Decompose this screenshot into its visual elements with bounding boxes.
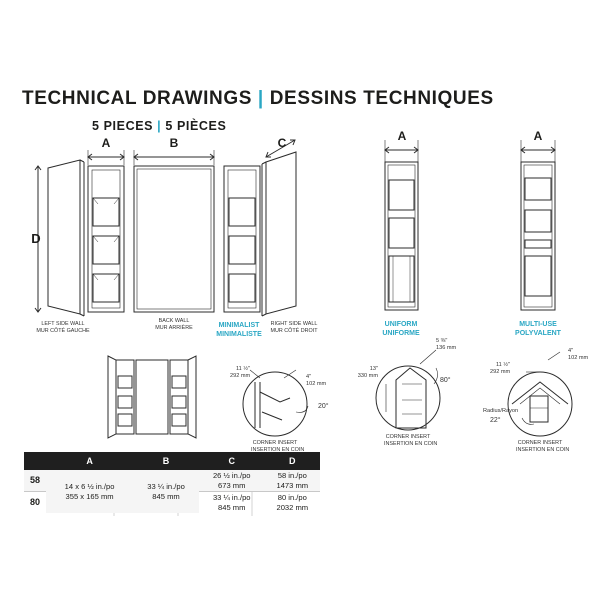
right-wall-caption: RIGHT SIDE WALL MUR CÔTÉ DROIT (270, 321, 318, 334)
minimalist-corner-caption: CORNER INSERT INSERTION EN COIN (251, 440, 305, 453)
dimension-a-arrow (87, 150, 125, 165)
title-separator: | (257, 88, 264, 109)
table-row: 58 14 x 6 ½ in./po 355 x 165 mm 33 ¼ in.… (24, 470, 320, 513)
table-header-a: A (46, 452, 134, 470)
right-shelf-insert-drawing (223, 165, 261, 313)
cell-a: 14 x 6 ½ in./po 355 x 165 mm (46, 470, 134, 513)
title-french: DESSINS TECHNIQUES (269, 88, 494, 109)
dimension-label-c: C (277, 136, 287, 150)
multiuse-width: 4" 102 mm (568, 348, 589, 361)
dimension-label-a-uniform: A (397, 129, 407, 143)
cell-c-80: 33 ¼ in./po 845 mm (198, 491, 265, 513)
back-wall-caption: BACK WALL MUR ARRIÈRE (155, 318, 193, 331)
multiuse-detail-drawing (507, 351, 573, 437)
cell-c-58: 26 ½ in./po 673 mm (198, 470, 265, 492)
dimension-label-a: A (101, 136, 111, 150)
dimension-c-arrow (265, 139, 296, 158)
dimension-label-d: D (31, 231, 41, 246)
back-wall-drawing (133, 165, 215, 313)
right-side-wall-drawing (261, 151, 297, 317)
cell-d-80: 80 in./po 2032 mm (264, 491, 320, 513)
table-header-row: A B C D (24, 452, 320, 470)
dimension-label-b: B (169, 136, 179, 150)
multiuse-corner-caption: CORNER INSERT INSERTION EN COIN (516, 440, 570, 453)
page-title: TECHNICAL DRAWINGS | DESSINS TECHNIQUES (22, 88, 494, 110)
variant-uniform-label: UNIFORM UNIFORME (382, 321, 420, 337)
multiuse-column-drawing (520, 140, 556, 311)
uniform-angle: 80° (440, 377, 451, 384)
table-row: 80 33 ¼ in./po 845 mm 80 in./po 2032 mm (24, 491, 320, 513)
table-header-c: C (198, 452, 265, 470)
dimension-b-arrow (133, 150, 215, 165)
minimalist-angle: 20° (318, 403, 329, 410)
left-side-wall-drawing (47, 159, 85, 317)
uniform-top-width: 5 ⅜" 136 mm (436, 338, 457, 351)
subtitle-separator: | (157, 119, 162, 133)
table-header-blank (24, 452, 46, 470)
title-english: TECHNICAL DRAWINGS (22, 88, 253, 109)
multiuse-angle: 22° (490, 417, 501, 424)
dimension-label-a-multiuse: A (533, 129, 543, 143)
minimalist-width: 4" 102 mm (306, 374, 327, 387)
uniform-detail-drawing (375, 349, 441, 431)
variant-minimalist-label: MINIMALIST MINIMALISTE (216, 322, 262, 338)
table-header-d: D (264, 452, 320, 470)
cell-d-58: 58 in./po 1473 mm (264, 470, 320, 492)
table-header-b: B (133, 452, 199, 470)
uniform-corner-caption: CORNER INSERT INSERTION EN COIN (384, 434, 438, 447)
multiuse-radius: Radius/Rayon (483, 408, 519, 414)
multiuse-depth: 11 ½" 292 mm (490, 362, 511, 375)
assembled-shower-drawing (107, 355, 197, 439)
row-label-80: 80 (24, 491, 46, 513)
left-shelf-insert-drawing (87, 165, 125, 313)
variant-multiuse-label: MULTI-USE POLYVALENT (515, 321, 561, 337)
dimension-table: A B C D 58 14 x 6 ½ in./po 355 x 165 mm … (24, 452, 320, 513)
row-label-58: 58 (24, 470, 46, 492)
uniform-depth: 13" 330 mm (357, 366, 378, 379)
minimalist-depth: 11 ½" 292 mm (230, 366, 251, 379)
page-subtitle: 5 PIECES | 5 PIÈCES (92, 119, 226, 133)
left-wall-caption: LEFT SIDE WALL MUR CÔTÉ GAUCHE (36, 321, 90, 334)
subtitle-english: 5 PIECES (92, 119, 154, 133)
minimalist-detail-drawing (242, 369, 309, 437)
dimension-d-arrow (34, 165, 42, 313)
cell-b: 33 ¼ in./po 845 mm (133, 470, 199, 513)
uniform-column-drawing (384, 140, 419, 311)
subtitle-french: 5 PIÈCES (165, 119, 227, 133)
